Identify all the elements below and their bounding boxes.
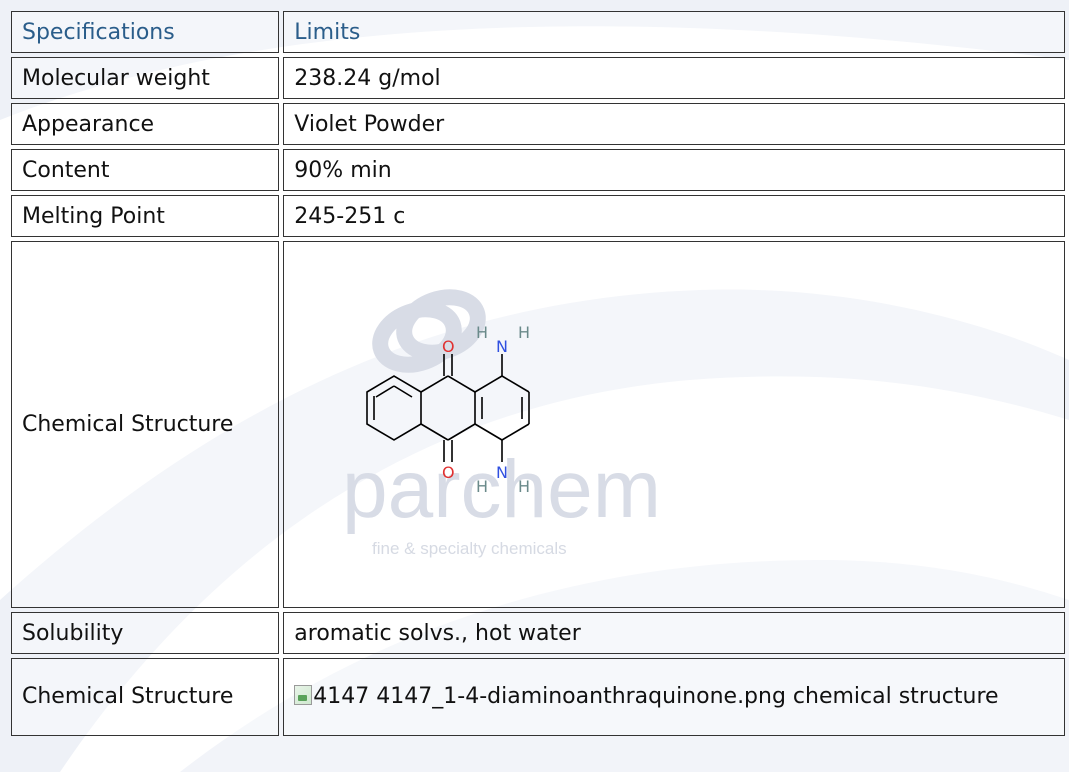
row-value-melting-point: 245-251 c [283, 195, 1065, 237]
nitrogen-bottom-label: N [496, 463, 508, 482]
table-header-row: Specifications Limits [11, 11, 1065, 53]
molecule-bonds [366, 354, 531, 462]
hydrogen-label: H [518, 477, 530, 496]
nitrogen-top-label: N [496, 337, 508, 356]
header-limits: Limits [283, 11, 1065, 53]
row-value-content: 90% min [283, 149, 1065, 191]
table-row: Melting Point 245-251 c [11, 195, 1065, 237]
molecule-atoms: O O N N H H H H [442, 323, 530, 496]
broken-image-icon [294, 685, 313, 705]
row-value-solubility: aromatic solvs., hot water [283, 612, 1065, 654]
row-label-melting-point: Melting Point [11, 195, 280, 237]
table-row-structure: Chemical Structure parchem fine & specia… [11, 241, 1065, 608]
hydrogen-label: H [518, 323, 530, 342]
chemical-structure-image-cell: 4147 4147_1-4-diaminoanthraquinone.png c… [283, 658, 1065, 736]
oxygen-bottom-label: O [442, 463, 455, 482]
table-row: Chemical Structure 4147 4147_1-4-diamino… [11, 658, 1065, 736]
row-label-content: Content [11, 149, 280, 191]
row-value-molecular-weight: 238.24 g/mol [283, 57, 1065, 99]
parchem-watermark: parchem fine & specialty chemicals [342, 289, 661, 558]
row-label-chemical-structure-image: Chemical Structure [11, 658, 280, 736]
row-label-chemical-structure: Chemical Structure [11, 241, 280, 608]
chemical-structure-cell: parchem fine & specialty chemicals [283, 241, 1065, 608]
image-alt-text: 4147 4147_1-4-diaminoanthraquinone.png c… [313, 684, 999, 709]
table-row: Content 90% min [11, 149, 1065, 191]
table-row: Molecular weight 238.24 g/mol [11, 57, 1065, 99]
hydrogen-label: H [476, 323, 488, 342]
table-row: Appearance Violet Powder [11, 103, 1065, 145]
row-label-molecular-weight: Molecular weight [11, 57, 280, 99]
row-value-appearance: Violet Powder [283, 103, 1065, 145]
header-specifications: Specifications [11, 11, 280, 53]
chemical-structure-diagram: parchem fine & specialty chemicals [342, 289, 661, 558]
hydrogen-label: H [476, 477, 488, 496]
row-label-solubility: Solubility [11, 612, 280, 654]
watermark-tagline: fine & specialty chemicals [372, 539, 567, 558]
table-row: Solubility aromatic solvs., hot water [11, 612, 1065, 654]
specifications-table: Specifications Limits Molecular weight 2… [7, 7, 1069, 740]
row-label-appearance: Appearance [11, 103, 280, 145]
oxygen-top-label: O [442, 337, 455, 356]
